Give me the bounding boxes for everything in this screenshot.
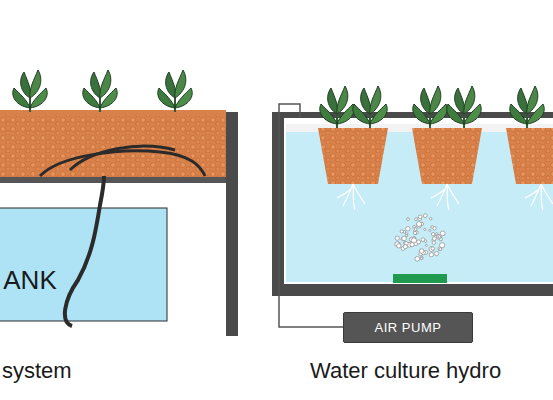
air-pump-box: AIR PUMP bbox=[343, 312, 473, 343]
tank-label: ANK bbox=[3, 265, 56, 296]
system-caption: Water culture hydro bbox=[310, 358, 501, 384]
tank-label-box: ANK bbox=[2, 264, 58, 297]
system-caption: system bbox=[2, 358, 72, 384]
device-label: AIR PUMP bbox=[375, 320, 442, 335]
